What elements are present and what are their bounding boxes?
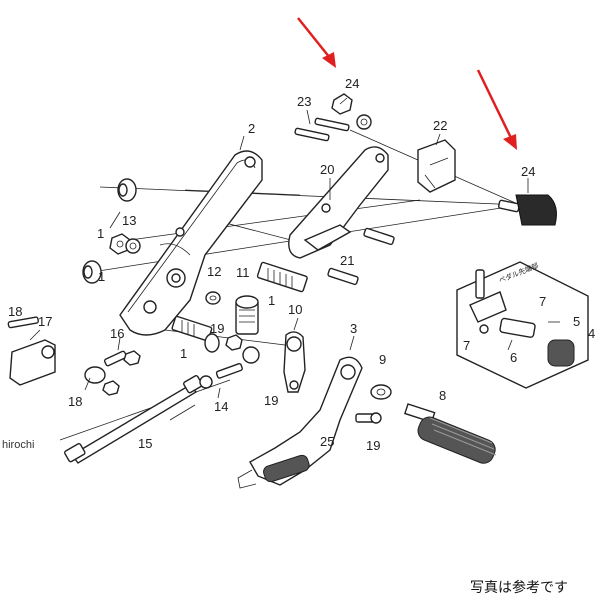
highlight-arrows — [297, 17, 517, 150]
callout-6: 6 — [510, 350, 517, 365]
callout-11: 11 — [236, 265, 250, 280]
arrow-upper-left — [297, 17, 331, 59]
callout-19-left: 19 — [210, 321, 224, 336]
pedal-tip-24 — [498, 194, 557, 226]
pivot-hardware — [205, 291, 259, 351]
rod-end-14 — [199, 346, 260, 389]
reference-photo-caption: 写真は参考です — [470, 579, 568, 596]
callout-22: 22 — [433, 118, 447, 133]
callout-16: 16 — [110, 326, 124, 341]
callout-21: 21 — [340, 253, 354, 268]
callout-19-lower: 19 — [366, 438, 380, 453]
bolts-long — [171, 261, 308, 353]
nut-washer-set — [109, 233, 141, 255]
collars-left — [82, 178, 137, 284]
callout-1-left: 1 — [98, 269, 105, 284]
callout-19-mid: 19 — [264, 393, 278, 408]
callout-9: 9 — [379, 352, 386, 367]
shift-rod — [64, 375, 203, 464]
callout-18-upper: 18 — [8, 304, 22, 319]
callout-24-upper: 24 — [345, 76, 359, 91]
upper-bolts — [294, 93, 395, 286]
inset-pedal-tip-detail — [456, 261, 589, 389]
callout-1-upper: 1 — [97, 226, 104, 241]
link-arm — [283, 331, 306, 393]
callout-2: 2 — [248, 121, 255, 136]
callout-12: 12 — [207, 264, 221, 279]
callout-18-lower: 18 — [68, 394, 82, 409]
callout-25: 25 — [320, 434, 334, 449]
callout-23: 23 — [297, 94, 311, 109]
stopper-block — [417, 139, 456, 193]
arrow-upper-right — [476, 69, 514, 141]
callout-20: 20 — [320, 162, 334, 177]
callout-24-tip: 24 — [521, 164, 535, 179]
callout-13: 13 — [122, 213, 136, 228]
callout-3: 3 — [350, 321, 357, 336]
callout-10: 10 — [288, 302, 302, 317]
watermark-text: hirochi — [2, 439, 34, 451]
heel-plate — [288, 146, 389, 259]
main-bracket-plate — [119, 150, 263, 336]
callout-1-mid: 1 — [268, 293, 275, 308]
shift-pedal — [237, 356, 363, 489]
callout-15: 15 — [138, 436, 152, 451]
callout-7-inset-lower: 7 — [463, 338, 470, 353]
callout-1-lower: 1 — [180, 346, 187, 361]
callout-4: 4 — [588, 326, 595, 341]
footpeg — [404, 403, 497, 464]
callout-17: 17 — [38, 314, 52, 329]
callout-labels: 2 24 23 22 24 20 21 1 13 12 11 1 10 3 19… — [8, 76, 595, 453]
callout-8: 8 — [439, 388, 446, 403]
callout-leaders — [29, 97, 560, 421]
callout-7-inset-upper: 7 — [539, 294, 546, 309]
callout-5: 5 — [573, 314, 580, 329]
callout-14: 14 — [214, 399, 228, 414]
pedal-nut — [355, 384, 392, 424]
